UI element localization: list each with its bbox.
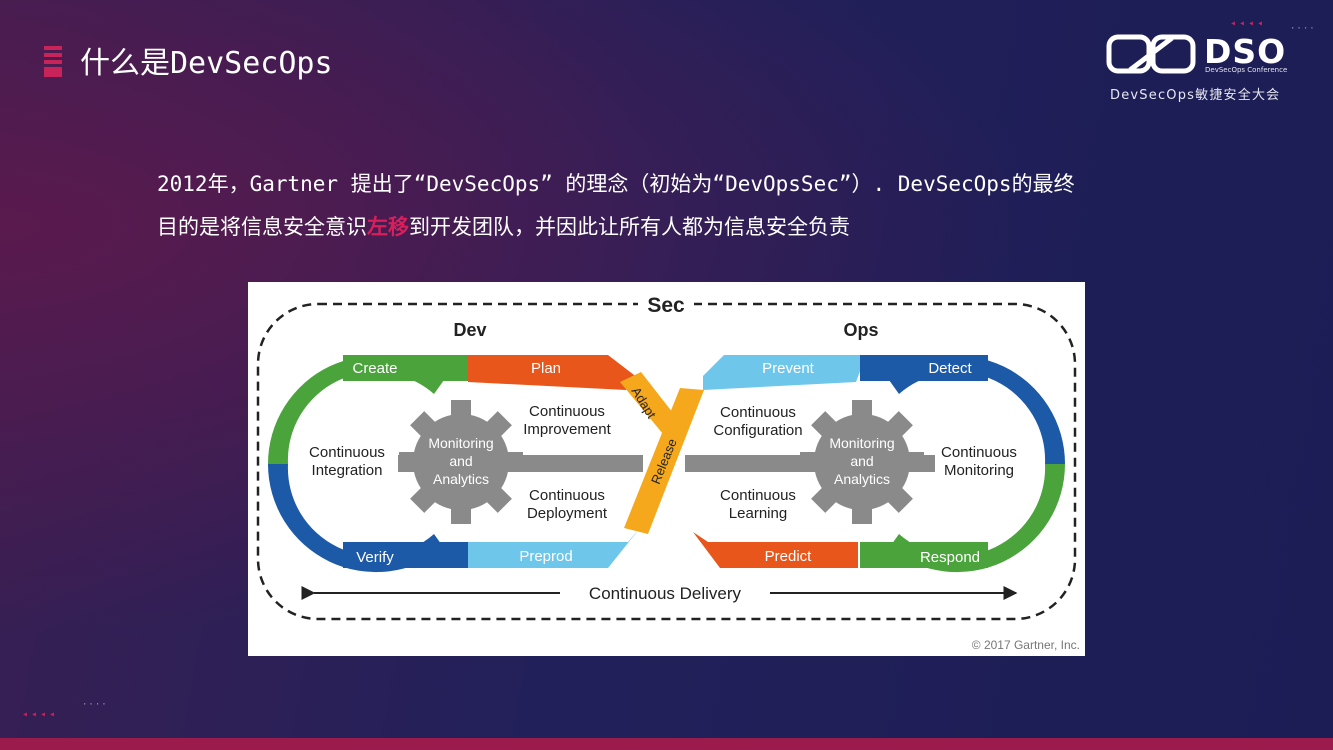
- verify-label: Verify: [356, 549, 394, 566]
- copyright: © 2017 Gartner, Inc.: [972, 638, 1080, 652]
- plan-label: Plan: [531, 360, 561, 377]
- right-gear-label-1: Monitoring: [829, 435, 894, 451]
- predict-label: Predict: [765, 548, 813, 565]
- detect-label: Detect: [928, 360, 972, 377]
- devsecops-diagram: Sec Dev Ops Create Verify Plan Preprod P…: [248, 282, 1085, 656]
- conference-logo: DSO DevSecOps Conference DevSecOps敏捷安全大会: [1106, 30, 1291, 100]
- sec-label: Sec: [647, 294, 685, 317]
- create-label: Create: [352, 360, 397, 377]
- left-gear-label-3: Analytics: [433, 471, 489, 487]
- intro-line-1: 2012年，Gartner 提出了“DevSecOps” 的理念（初始为“Dev…: [157, 163, 1197, 206]
- intro-line-2-end: 到开发团队，并因此让所有人都为信息安全负责: [409, 215, 850, 239]
- dso-logo-mark-icon: [1106, 34, 1196, 74]
- continuous-learning-1: Continuous: [720, 487, 796, 504]
- decor-dots-top: ◂◂◂◂: [1230, 18, 1266, 29]
- intro-line-2-start: 目的是将信息安全意识: [157, 215, 367, 239]
- title-accent-bar: [44, 46, 62, 78]
- continuous-delivery-label: Continuous Delivery: [589, 584, 742, 603]
- decor-dots-bottom-small: ····: [82, 700, 108, 710]
- right-gear-label-3: Analytics: [834, 471, 890, 487]
- respond-label: Respond: [920, 549, 980, 566]
- continuous-integration-1: Continuous: [309, 444, 385, 461]
- continuous-improvement-2: Improvement: [523, 421, 611, 438]
- intro-line-2: 目的是将信息安全意识左移到开发团队，并因此让所有人都为信息安全负责: [157, 206, 1197, 249]
- continuous-deployment-1: Continuous: [529, 487, 605, 504]
- shift-left-highlight: 左移: [367, 215, 409, 239]
- continuous-configuration-1: Continuous: [720, 404, 796, 421]
- logo-tagline: DevSecOps敏捷安全大会: [1110, 84, 1280, 103]
- decor-dots-bottom: ◂◂◂◂: [22, 709, 58, 720]
- continuous-learning-2: Learning: [729, 505, 787, 522]
- bottom-accent-bar: [0, 738, 1333, 750]
- logo-brand-subtitle: DevSecOps Conference: [1205, 66, 1287, 74]
- continuous-monitoring-1: Continuous: [941, 444, 1017, 461]
- continuous-integration-2: Integration: [312, 462, 383, 479]
- right-gear-label-2: and: [850, 453, 873, 469]
- continuous-improvement-1: Continuous: [529, 403, 605, 420]
- left-gear-label-1: Monitoring: [428, 435, 493, 451]
- continuous-configuration-2: Configuration: [713, 422, 802, 439]
- dev-label: Dev: [453, 320, 486, 340]
- ops-label: Ops: [843, 320, 878, 340]
- decor-dots-top-small: ····: [1290, 24, 1316, 34]
- continuous-deployment-2: Deployment: [527, 505, 608, 522]
- left-gear-label-2: and: [449, 453, 472, 469]
- prevent-label: Prevent: [762, 360, 815, 377]
- intro-paragraph: 2012年，Gartner 提出了“DevSecOps” 的理念（初始为“Dev…: [157, 163, 1197, 249]
- continuous-monitoring-2: Monitoring: [944, 462, 1014, 479]
- page-title: 什么是DevSecOps: [80, 38, 333, 82]
- preprod-label: Preprod: [519, 548, 572, 565]
